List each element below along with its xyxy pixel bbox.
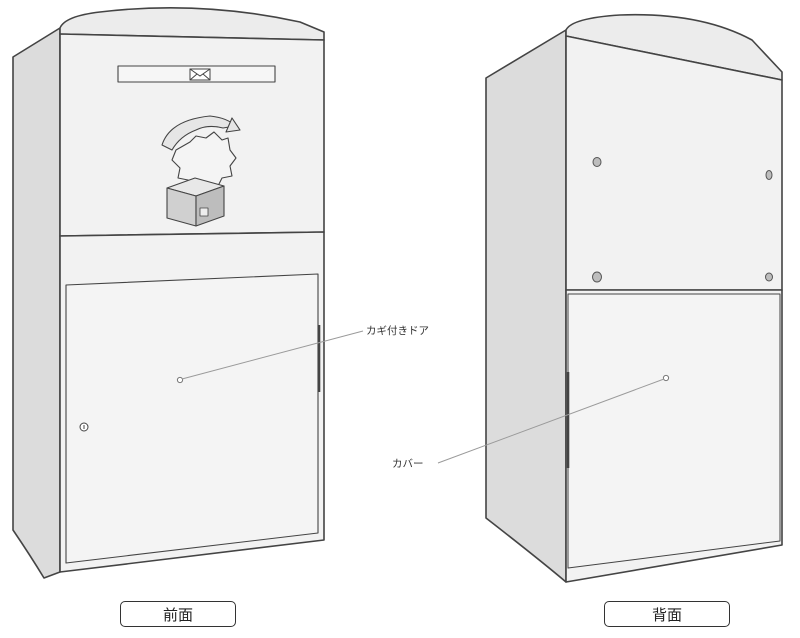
parcel-rotate-icon [161, 115, 241, 227]
callout-cover-leader [437, 378, 665, 464]
front-locked-door [65, 273, 319, 564]
bolt-icon [765, 170, 773, 180]
front-view-box [12, 6, 325, 579]
callout-cover: カバー [392, 374, 670, 470]
callout-locked-door-leader [181, 330, 364, 380]
bolt-icon [592, 157, 602, 167]
callout-locked-door: カギ付きドア [176, 324, 429, 384]
mounting-bolts [592, 157, 773, 283]
back-view-caption: 背面 [604, 601, 730, 627]
keyhole-icon [79, 422, 89, 432]
back-view-box [485, 13, 783, 583]
back-cover-panel [567, 293, 781, 569]
front-dome-top [59, 6, 325, 41]
callout-locked-door-label: カギ付きドア [366, 324, 429, 337]
callout-cover-label: カバー [392, 458, 424, 470]
bolt-icon [765, 272, 773, 282]
callout-cover-dot [662, 374, 670, 382]
bolt-icon [592, 271, 602, 283]
back-dome-top [565, 13, 783, 81]
callout-locked-door-dot [176, 376, 184, 384]
envelope-icon [189, 68, 211, 81]
back-side-panel [485, 29, 567, 583]
front-side-panel [12, 27, 61, 579]
front-view-caption: 前面 [120, 601, 236, 627]
